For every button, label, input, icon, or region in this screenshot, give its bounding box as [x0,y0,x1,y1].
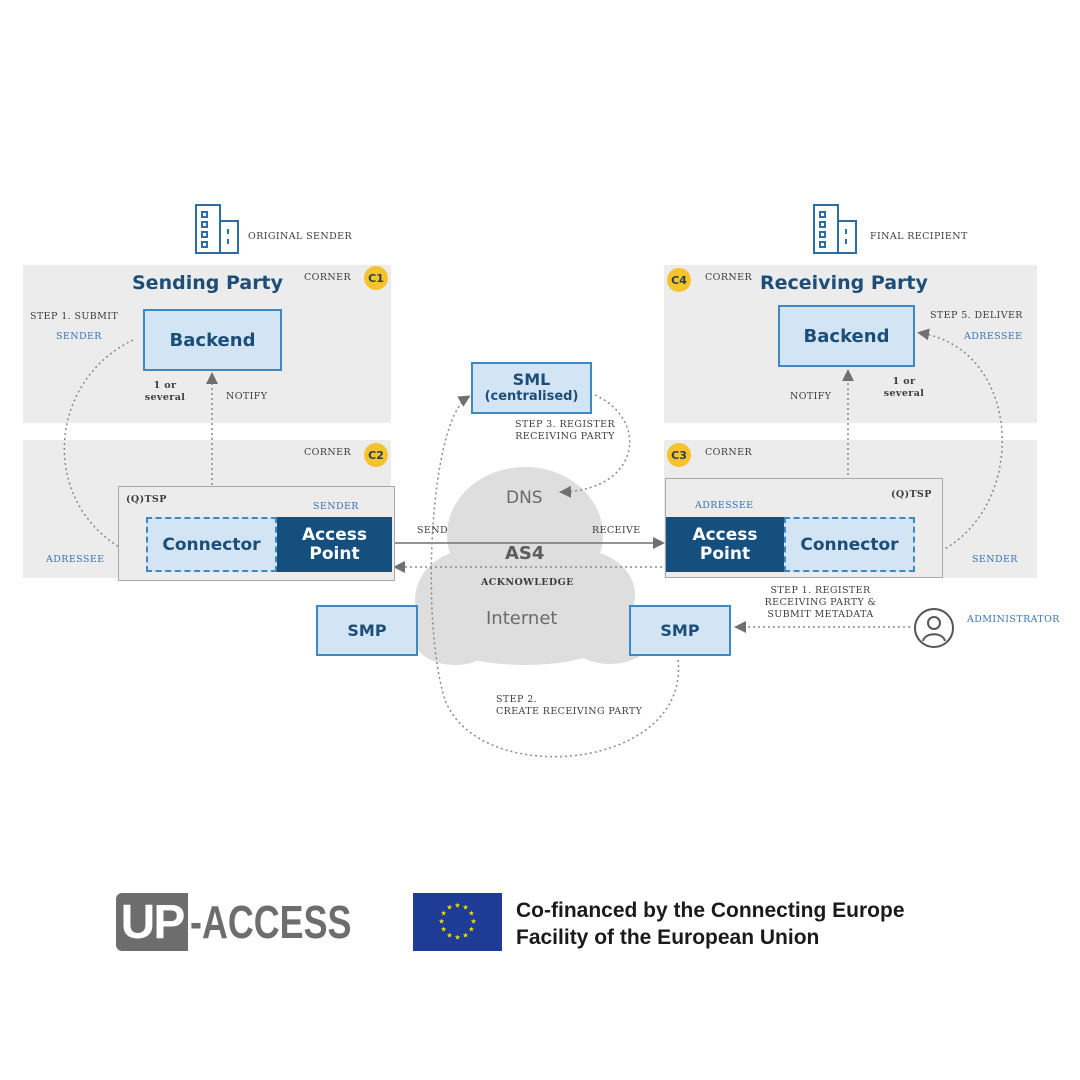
as4-label: AS4 [505,543,545,564]
receiver-connector-box: Connector [784,517,915,572]
receive-label: RECEIVE [592,525,641,536]
receiver-sender-label: SENDER [972,554,1018,565]
receiving-party-title: Receiving Party [760,272,928,294]
svg-text:★: ★ [438,918,444,926]
corner-c4-label: CORNER [705,272,753,283]
sender-one-or-several: 1 or several [144,380,186,403]
svg-text:★: ★ [440,910,446,918]
sender-access-point-box: Access Point [277,517,392,572]
receiver-notify-label: NOTIFY [790,391,832,402]
deliver-curve [917,328,1003,561]
receiver-ap-adressee-label: ADRESSEE [695,500,754,511]
svg-text:★: ★ [468,926,474,934]
svg-text:★: ★ [468,910,474,918]
up-access-logo-up: UP [116,893,188,951]
svg-text:★: ★ [454,934,460,942]
receiver-tsp-label: (Q)TSP [891,489,932,500]
badge-c2: C2 [364,443,388,467]
sender-role-label: SENDER [56,331,102,342]
receiver-access-point-box: Access Point [666,517,784,572]
building-icon [195,204,239,254]
svg-text:★: ★ [446,931,452,939]
internet-label: Internet [486,608,558,629]
smp-right-box: SMP [629,605,731,656]
smp-left-box: SMP [316,605,418,656]
step2-label: STEP 2. CREATE RECEIVING PARTY [496,694,643,717]
step1-submit-label: STEP 1. SUBMIT [30,311,119,322]
sender-adressee-label: ADRESSEE [46,554,105,565]
badge-c3: C3 [667,443,691,467]
svg-text:★: ★ [462,904,468,912]
receiver-backend-box: Backend [778,305,915,367]
building-icon [813,204,857,254]
eu-stars-icon: ★ ★ ★ ★ ★ ★ ★ ★ ★ ★ ★ ★ [438,902,476,942]
up-access-logo-text: -ACCESS [190,896,352,948]
administrator-label: ADMINISTRATOR [967,614,1060,625]
step3-label: STEP 3. REGISTER RECEIVING PARTY [514,419,616,442]
svg-text:★: ★ [454,902,460,910]
receiver-one-or-several: 1 or several [883,376,925,399]
badge-c4: C4 [667,268,691,292]
adressee-role-label: ADRESSEE [964,331,1023,342]
sending-party-title: Sending Party [132,272,284,294]
corner-c1-label: CORNER [304,272,352,283]
corner-c3-label: CORNER [705,447,753,458]
step5-deliver-label: STEP 5. DELIVER [930,310,1023,321]
sender-backend-box: Backend [143,309,282,371]
sender-connector-box: Connector [146,517,277,572]
sender-tsp-label: (Q)TSP [126,494,167,505]
corner-c2-label: CORNER [304,447,352,458]
svg-text:★: ★ [462,931,468,939]
step1-register-label: STEP 1. REGISTER RECEIVING PARTY & SUBMI… [764,585,877,620]
svg-text:★: ★ [446,904,452,912]
badge-c1: C1 [364,266,388,290]
person-icon [914,608,954,648]
acknowledge-label: ACKNOWLEDGE [481,577,574,588]
sml-dns-curve [559,394,631,498]
sml-box: SML (centralised) [471,362,592,414]
send-label: SEND [417,525,448,536]
eu-flag: ★ ★ ★ ★ ★ ★ ★ ★ ★ ★ ★ ★ [413,893,502,951]
original-sender-label: ORIGINAL SENDER [248,231,352,242]
sender-ap-sender-label: SENDER [313,501,359,512]
final-recipient-label: FINAL RECIPIENT [870,231,968,242]
step2-curve [430,395,679,758]
sender-notify-label: NOTIFY [226,391,268,402]
dns-label: DNS [506,488,543,508]
eu-cofinanced-text: Co-financed by the Connecting Europe Fac… [516,899,905,949]
svg-text:★: ★ [470,918,476,926]
svg-text:★: ★ [440,926,446,934]
